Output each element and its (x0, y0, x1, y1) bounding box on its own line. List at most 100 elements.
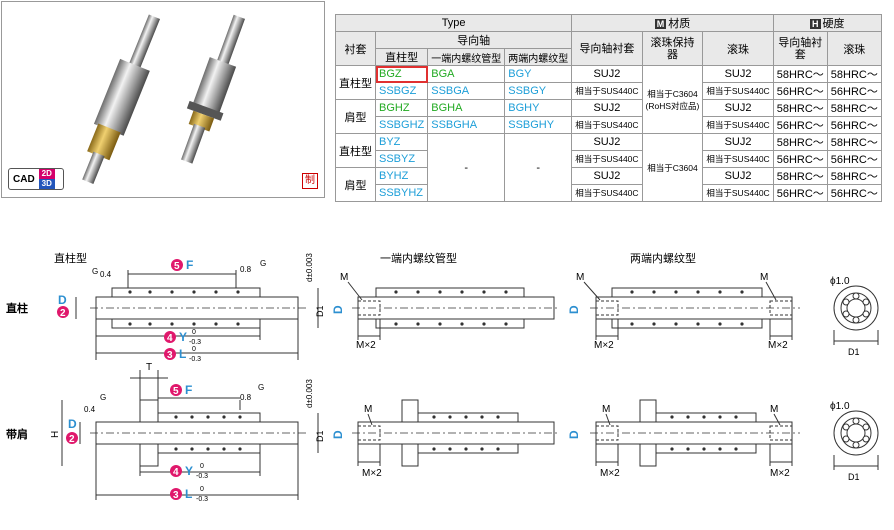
mat-ball-header: 滚珠 (702, 31, 774, 66)
svg-text:d±0.003: d±0.003 (305, 253, 314, 282)
part-link[interactable]: BGHZ (374, 99, 429, 117)
straight-col-header: 直柱型 (374, 48, 429, 66)
table-row: SSBYZ 相当于SUS440C 相当于SUS440C 56HRC～ 56HRC… (336, 150, 882, 168)
part-link[interactable]: SSBYHZ (374, 184, 429, 202)
svg-text:G: G (258, 383, 264, 392)
hard-guide-sleeve-header: 导向轴衬套 (772, 31, 828, 66)
svg-text:D1: D1 (315, 305, 325, 317)
row-straight-label: 直柱 (6, 301, 28, 315)
part-link[interactable]: SSBGHA (427, 116, 506, 134)
dim-F-label: F (186, 258, 193, 272)
hardness-icon: H (810, 19, 821, 29)
svg-text:0: 0 (200, 463, 204, 470)
svg-text:M×2: M×2 (600, 468, 620, 479)
svg-text:L: L (185, 487, 192, 501)
type-header: Type (334, 14, 573, 32)
part-link[interactable]: BGHA (427, 99, 506, 117)
svg-text:D1: D1 (848, 472, 860, 482)
cad-badge[interactable]: CAD 2D 3D (8, 168, 64, 190)
svg-text:M×2: M×2 (594, 340, 614, 351)
table-row: SSBGZ SSBGA SSBGY 相当于SUS440C 相当于SUS440C … (336, 82, 882, 100)
two-end-drawing-1: M×2 M×2 M M D (567, 272, 800, 351)
svg-text:D: D (567, 305, 581, 314)
part-link[interactable]: BYZ (374, 133, 429, 151)
part-link[interactable]: SSBGY (504, 82, 573, 100)
mat-ball-holder-header: 滚珠保持器 (641, 31, 704, 66)
end-view-2: D1 ϕ1.0 (830, 401, 879, 482)
svg-text:M×2: M×2 (362, 468, 382, 479)
svg-text:M: M (576, 272, 584, 283)
svg-text:D: D (331, 305, 345, 314)
svg-text:G: G (92, 267, 98, 276)
part-link[interactable]: BGA (427, 65, 506, 83)
svg-text:0: 0 (192, 329, 196, 336)
svg-text:-0.3: -0.3 (189, 339, 201, 346)
mat-guide-sleeve-header: 导向轴衬套 (571, 31, 643, 66)
two-end-drawing-2: M×2 M×2 M M D (567, 399, 800, 479)
part-link[interactable]: BGHY (504, 99, 573, 117)
holder-material: 相当于C3604(RoHS对应品) (641, 65, 704, 134)
part-link[interactable]: SSBGA (427, 82, 506, 100)
table-row: 直柱型 BYZ - - SUJ2 相当于C3604 SUJ2 58HRC～ 58… (335, 133, 882, 202)
svg-text:M×2: M×2 (770, 468, 790, 479)
svg-text:3: 3 (167, 350, 173, 361)
hard-ball-header: 滚珠 (826, 31, 882, 66)
table-row: SSBYHZ 相当于SUS440C 相当于SUS440C 56HRC～ 56HR… (336, 184, 882, 202)
svg-text:G: G (260, 259, 266, 268)
one-end-type-label: 一端内螺纹管型 (380, 251, 457, 265)
part-link[interactable]: SSBGHZ (374, 116, 429, 134)
svg-text:Y: Y (185, 464, 193, 478)
one-end-drawing-2: M×2 M D (331, 399, 560, 479)
table-row: 肩型 BGHZ BGHA BGHY SUJ2 SUJ2 58HRC～ 58HRC… (335, 99, 882, 134)
svg-text:0: 0 (192, 346, 196, 353)
svg-text:0.8: 0.8 (240, 393, 252, 402)
table-row: 肩型 BYHZ SUJ2 SUJ2 58HRC～ 58HRC～ (335, 167, 882, 202)
svg-text:M: M (760, 272, 768, 283)
cad-2d-label: 2D (38, 169, 55, 179)
dim-number-5: 5 (174, 261, 180, 272)
svg-text:D1: D1 (315, 430, 325, 442)
row-flanged-label: 带肩 (6, 427, 28, 441)
product-photo (82, 14, 245, 184)
part-link[interactable]: BGY (504, 65, 573, 83)
end-view-1: D1 ϕ1.0 (830, 276, 879, 357)
svg-text:D: D (331, 430, 345, 439)
two-end-type-label: 两端内螺纹型 (630, 251, 696, 265)
svg-text:L: L (179, 347, 186, 361)
svg-text:T: T (146, 362, 152, 373)
svg-text:ϕ1.0: ϕ1.0 (830, 401, 850, 412)
svg-text:-0.3: -0.3 (189, 356, 201, 363)
svg-text:M: M (770, 404, 778, 415)
part-link[interactable]: SSBYZ (374, 150, 429, 168)
svg-text:0.4: 0.4 (100, 270, 112, 279)
svg-text:M: M (340, 272, 348, 283)
svg-text:D: D (68, 417, 77, 431)
svg-text:D: D (58, 293, 67, 307)
svg-text:2: 2 (60, 308, 66, 319)
table-row: SSBGHZ SSBGHA SSBGHY 相当于SUS440C 相当于SUS44… (336, 116, 882, 134)
svg-text:M×2: M×2 (356, 340, 376, 351)
svg-text:4: 4 (167, 333, 173, 344)
made-to-order-icon: 制 (302, 173, 318, 189)
svg-text:H: H (50, 431, 61, 438)
technical-drawing: 直柱型 一端内螺纹管型 两端内螺纹型 直柱 带肩 5 F 0.4 0.8 G G… (6, 251, 879, 503)
svg-text:-0.3: -0.3 (196, 473, 208, 480)
part-link[interactable]: SSBGHY (504, 116, 573, 134)
flanged-drawing: T 5 F 0.4 0.8 G G 4 Y 0 -0.3 3 L 0 -0.3 … (50, 362, 325, 503)
svg-text:Y: Y (179, 330, 187, 344)
part-link-BGZ[interactable]: BGZ (374, 65, 429, 83)
svg-text:4: 4 (173, 467, 179, 478)
svg-text:0.4: 0.4 (84, 405, 96, 414)
one-end-drawing-1: M×2 M D (331, 272, 560, 351)
part-link[interactable]: BYHZ (374, 167, 429, 185)
product-photo-panel: CAD 2D 3D 制 (1, 1, 325, 198)
cad-3d-label: 3D (38, 179, 55, 189)
part-link[interactable]: SSBGZ (374, 82, 429, 100)
material-icon: M (654, 19, 667, 29)
svg-text:-0.3: -0.3 (196, 496, 208, 503)
svg-text:G: G (100, 393, 106, 402)
straight-type-label: 直柱型 (54, 251, 87, 265)
svg-text:D: D (567, 430, 581, 439)
table-row: 直柱型 BGZ BGA BGY SUJ2 相当于C3604(RoHS对应品) S… (335, 65, 882, 134)
